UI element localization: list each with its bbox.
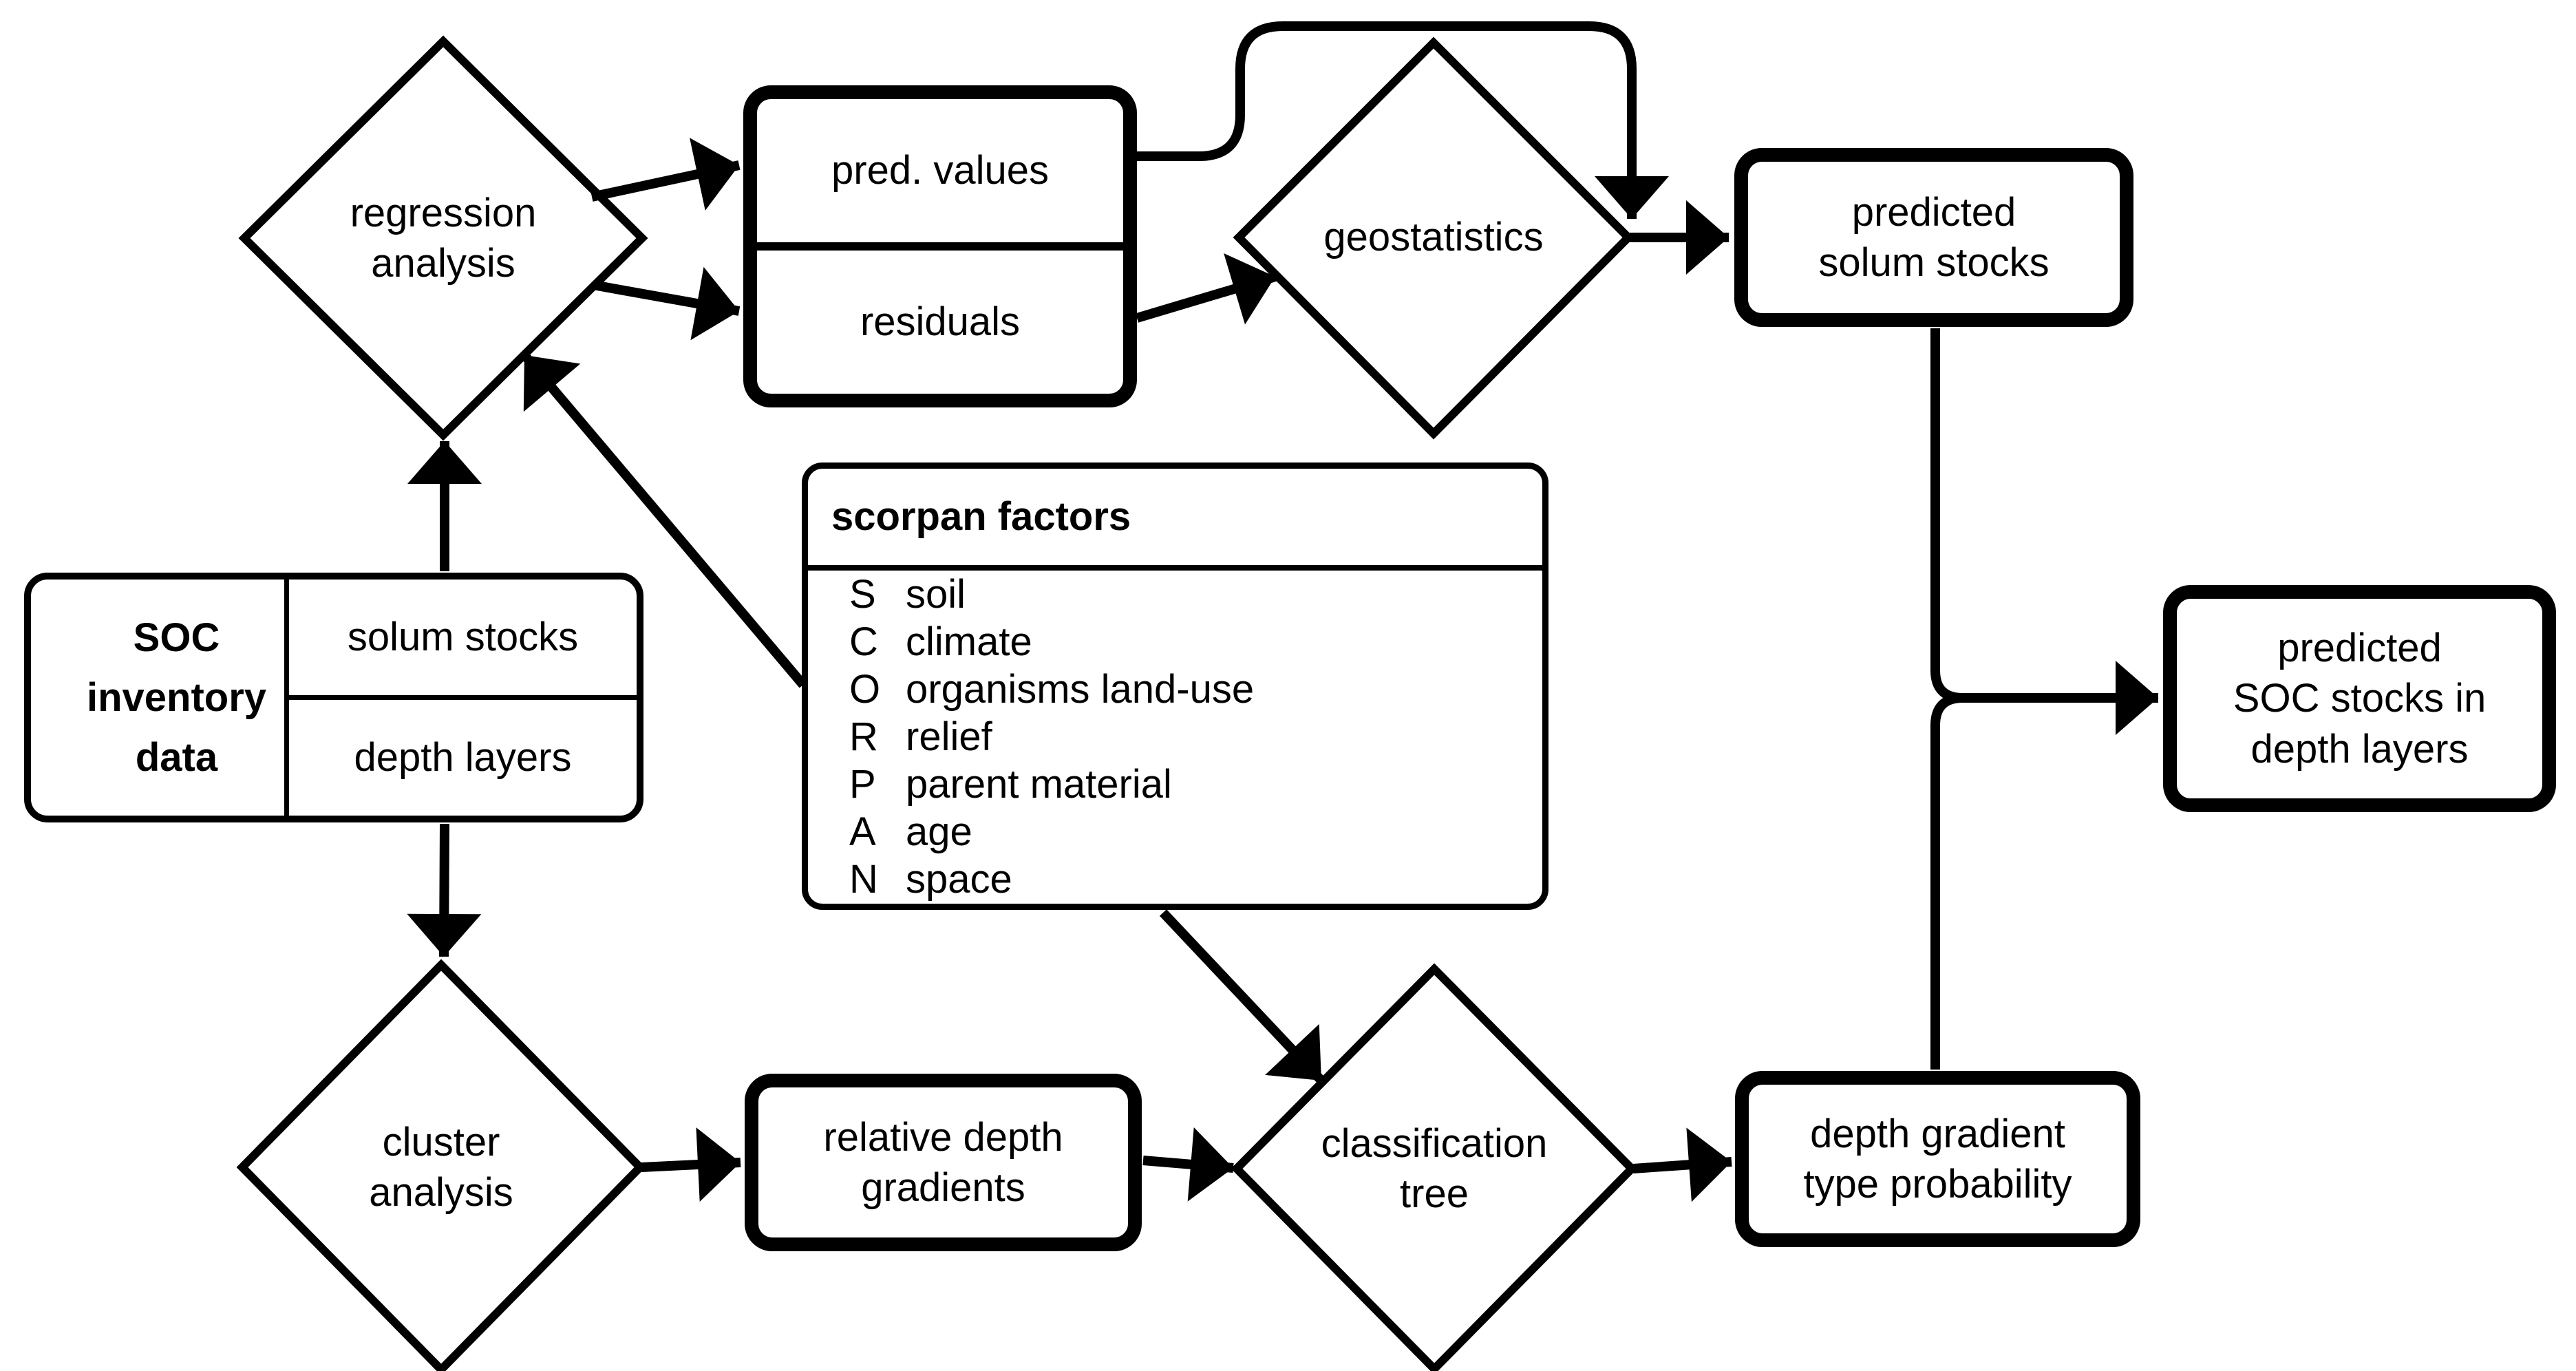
list-item: S soil [849,571,1542,619]
item-label: organisms land-use [906,667,1255,712]
label-line: regression [350,190,537,235]
list-item: C climate [849,619,1542,666]
label-line: SOC stocks in [2233,676,2487,721]
list-item: P parent material [849,761,1542,809]
label-line: depth gradient [1810,1111,2065,1156]
regression-analysis-label: regression analysis [271,169,615,307]
cell-label: depth layers [354,735,572,780]
item-label: soil [906,572,966,617]
classification-tree-label: classification tree [1262,1100,1606,1237]
item-letter: A [849,809,876,855]
cell-label: solum stocks [347,615,579,660]
soc-inventory-title: SOC inventory data [31,580,289,816]
arrow-soc-to-cluster [407,823,482,957]
label-line: type probability [1803,1162,2072,1207]
item-letter: N [849,857,878,902]
item-letter: C [849,619,878,665]
label-line: predicted [1851,189,2016,235]
arrow-residuals-to-geostatistics [1135,253,1277,325]
item-letter: S [849,572,876,617]
cell-label: pred. values [831,148,1049,193]
item-letter: O [849,667,881,712]
geostatistics-label: geostatistics [1241,203,1626,272]
label-line: analysis [369,1170,513,1215]
soc-inventory-cells: solum stocks depth layers [289,580,637,816]
predicted-solum-stocks-box: predicted solum stocks [1734,148,2133,327]
arrow-pred-values-loop-to-geostatistics [1137,21,1669,219]
label-line: tree [1400,1171,1469,1216]
item-label: parent material [906,762,1172,807]
label-line: relative depth [823,1114,1063,1160]
item-label: space [906,857,1012,902]
relative-depth-gradients-box: relative depth gradients [745,1074,1142,1251]
label-line: predicted [2277,626,2442,671]
arrow-relative-depth-to-classification [1142,1127,1234,1202]
arrow-cluster-to-relative-depth-gradients [641,1127,741,1202]
connector-solum-stocks-to-junction [1930,328,1963,703]
label-line: gradients [861,1165,1025,1210]
list-item: A age [849,809,1542,856]
scorpan-list: S soil C climate O organisms land-use R … [808,571,1542,904]
arrow-scorpan-to-classification [1159,909,1326,1084]
item-label: climate [906,619,1032,665]
soc-inventory-data-box: SOC inventory data solum stocks depth la… [24,573,643,822]
list-item: R relief [849,714,1542,761]
item-label: age [906,809,972,855]
item-letter: P [849,762,876,807]
solum-stocks-cell: solum stocks [289,580,637,700]
pred-values-cell: pred. values [757,99,1123,251]
scorpan-factors-box: scorpan factors S soil C climate O organ… [802,463,1548,910]
label-line: solum stocks [1818,240,2050,285]
label-line: data [135,735,218,780]
item-label: relief [906,714,992,760]
depth-gradient-type-probability-box: depth gradient type probability [1735,1071,2140,1247]
label-line: scorpan factors [831,494,1131,540]
label-line: inventory [86,675,267,720]
label-line: analysis [371,241,515,286]
label-line: cluster [382,1119,500,1165]
label-line: geostatistics [1323,215,1544,260]
label-line: SOC [133,615,220,660]
list-item: N space [849,856,1542,904]
residuals-cell: residuals [757,251,1123,394]
scorpan-title: scorpan factors [808,469,1542,571]
item-letter: R [849,714,878,760]
label-line: depth layers [2250,726,2469,772]
depth-layers-cell: depth layers [289,700,637,816]
model-outputs-box: pred. values residuals [743,85,1137,407]
predicted-soc-stocks-box: predicted SOC stocks in depth layers [2163,585,2556,812]
arrow-classification-to-depth-gradient-probability [1632,1127,1732,1202]
cell-label: residuals [860,299,1021,345]
list-item: O organisms land-use [849,666,1542,714]
connector-depth-gradient-to-junction [1930,693,1963,1070]
label-line: classification [1321,1120,1548,1166]
cluster-analysis-label: cluster analysis [269,1098,613,1236]
